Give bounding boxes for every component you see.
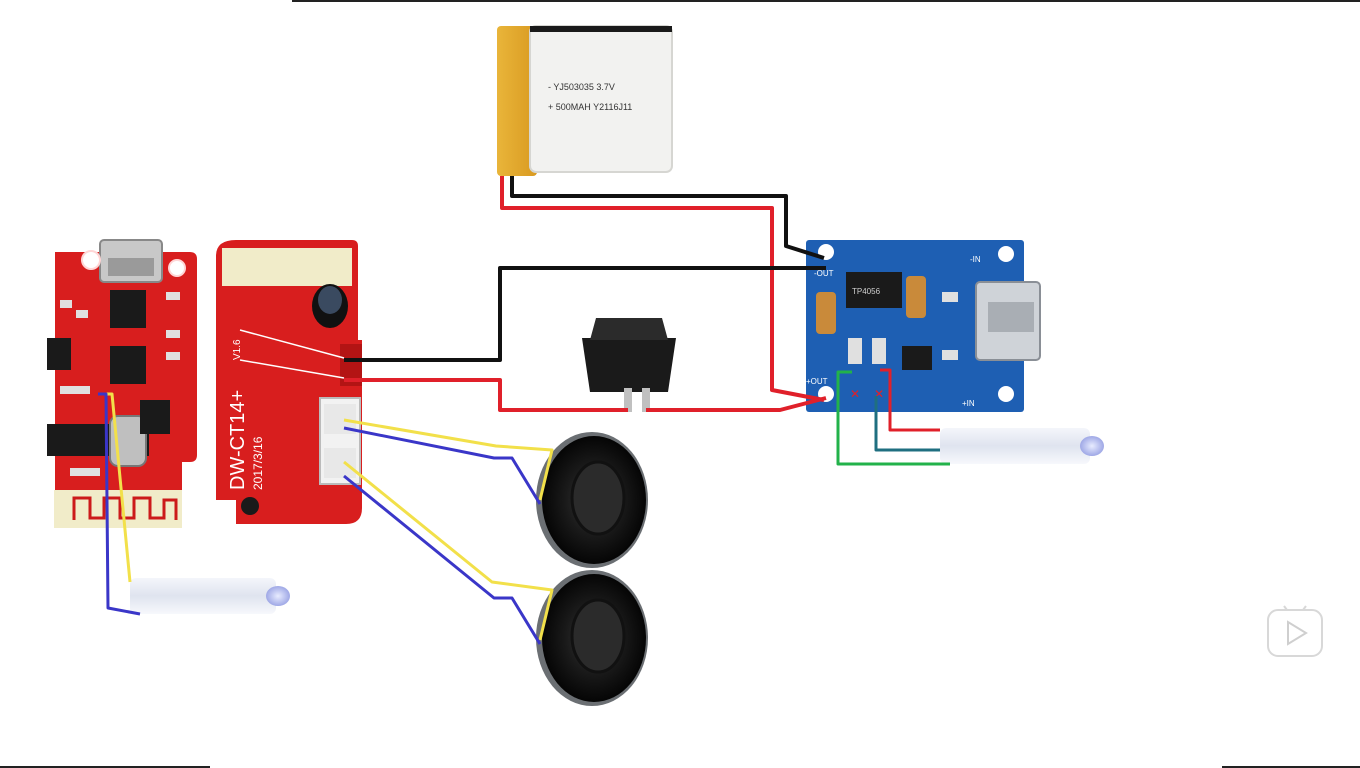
charger-pin-out-plus: +OUT	[806, 377, 828, 386]
led-right	[940, 428, 1104, 464]
amplifier-board: DW-CT14+ V1.6 2017/3/16	[216, 240, 362, 524]
play-tv-icon[interactable]	[1267, 605, 1323, 657]
speaker-top	[536, 432, 648, 568]
wire-red-battery-charger	[500, 176, 825, 402]
charger-led-x-1: ✕	[850, 387, 860, 401]
battery: - YJ503035 3.7V + 500MAH Y2116J11	[497, 25, 673, 176]
amp-silk-model: DW-CT14+	[227, 390, 249, 490]
wire-blue-amp-spk2	[343, 474, 542, 645]
bluetooth-main-board	[47, 239, 197, 528]
charger-chip-label: TP4056	[852, 287, 881, 296]
charger-pin-in-minus: -IN	[970, 255, 981, 264]
wire-thin-2	[239, 359, 345, 379]
wire-yellow-amp-spk2	[343, 460, 554, 641]
amp-silk-ver: V1.6	[232, 339, 243, 360]
charger-board: -OUT -IN +OUT +IN TP4056 ✕ ✕	[806, 240, 1041, 412]
wire-teal-led-right	[874, 396, 940, 452]
led-left	[130, 578, 290, 614]
rocker-switch	[582, 318, 676, 412]
wire-green-led-right	[836, 370, 950, 466]
amp-silk-date: 2017/3/16	[251, 436, 265, 490]
speaker-bottom	[536, 570, 648, 706]
wire-black-amp-charger	[344, 266, 826, 362]
wire-blue-led-left	[98, 392, 141, 616]
charger-pin-out-minus: -OUT	[814, 269, 834, 278]
wire-thin-1	[239, 329, 345, 359]
wire-blue-amp-spk1	[343, 426, 542, 505]
wire-red-led-right	[880, 368, 940, 432]
wire-red-amp-switch-charger	[344, 378, 827, 412]
wire-black-battery-charger	[510, 176, 825, 260]
battery-label-1: - YJ503035 3.7V	[548, 82, 615, 92]
battery-label-2: + 500MAH Y2116J11	[548, 102, 632, 112]
charger-led-x-2: ✕	[874, 387, 884, 401]
charger-pin-in-plus: +IN	[962, 399, 975, 408]
wires	[98, 176, 950, 645]
wire-yellow-amp-spk1	[343, 418, 554, 501]
